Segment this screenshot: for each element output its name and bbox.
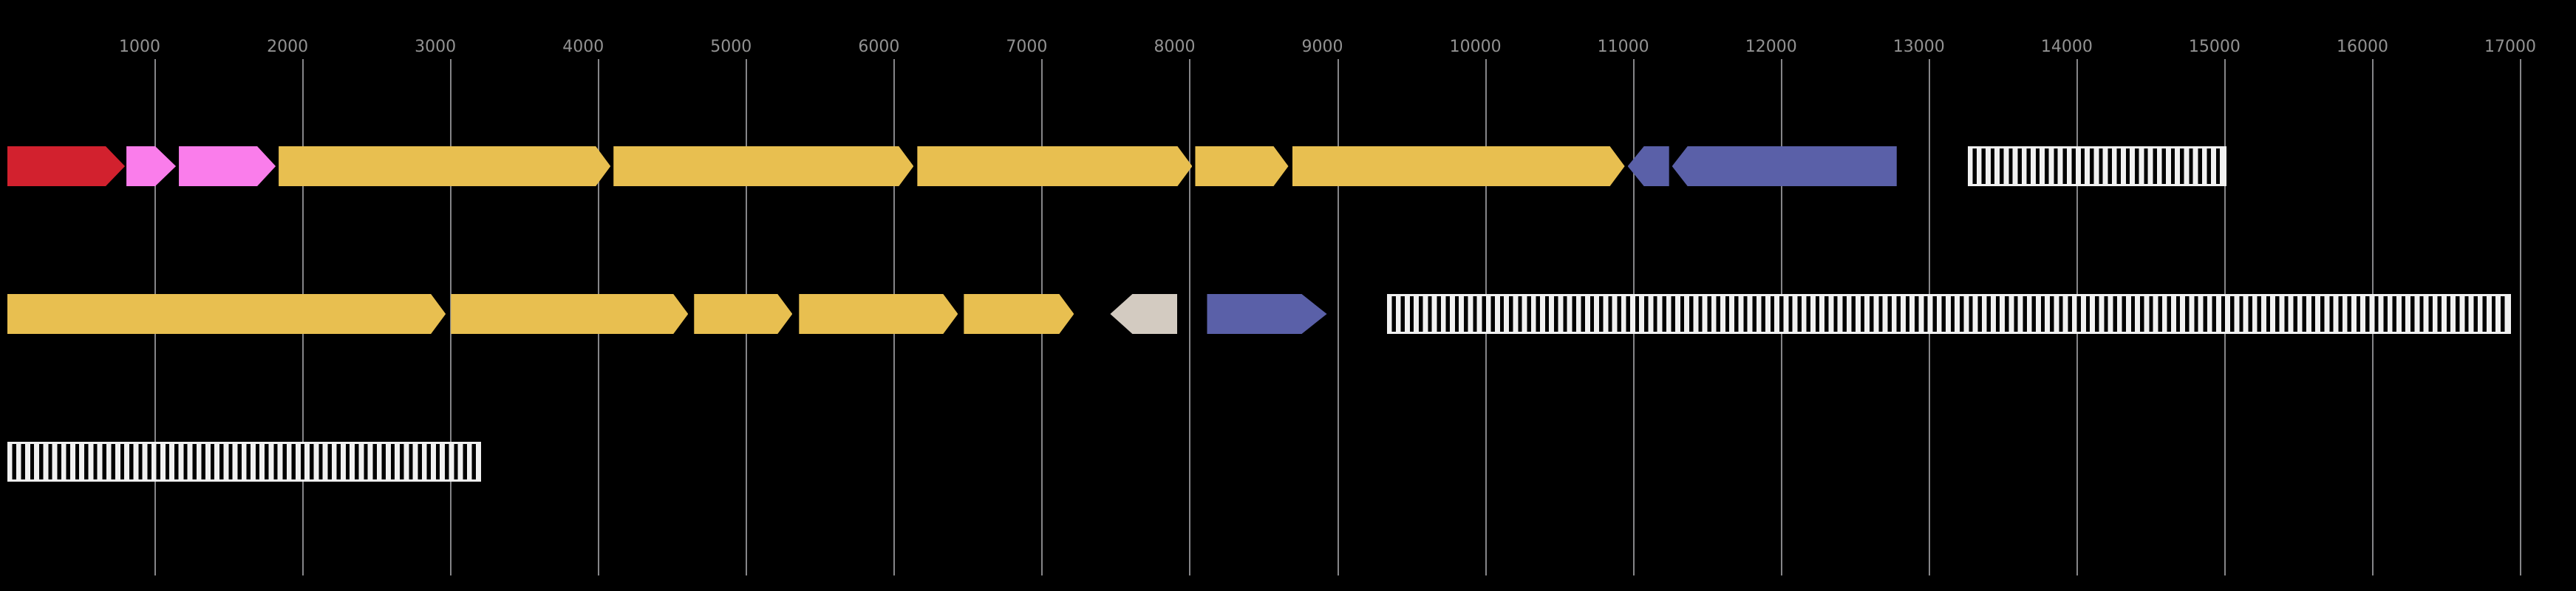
gene-arrow xyxy=(1292,146,1625,186)
axis-tick-label: 11000 xyxy=(1597,38,1649,56)
gene-arrow xyxy=(451,294,688,334)
gene-arrow xyxy=(7,294,446,334)
gene-arrow xyxy=(1195,146,1288,186)
axis-tick-label: 8000 xyxy=(1154,38,1196,56)
gene-arrow xyxy=(964,294,1074,334)
axis-gridline xyxy=(1189,59,1191,575)
axis-tick-label: 12000 xyxy=(1745,38,1797,56)
axis-tick-label: 4000 xyxy=(562,38,604,56)
axis-tick-label: 16000 xyxy=(2336,38,2388,56)
gene-arrow xyxy=(799,294,958,334)
gene-arrow xyxy=(917,146,1192,186)
gene-arrow xyxy=(279,146,610,186)
gene-arrow xyxy=(179,146,276,186)
hatched-region xyxy=(7,442,482,482)
axis-tick-label: 6000 xyxy=(858,38,900,56)
hatched-region xyxy=(1386,294,2511,334)
axis-tick-label: 5000 xyxy=(710,38,752,56)
axis-tick-label: 3000 xyxy=(415,38,457,56)
axis-tick-label: 9000 xyxy=(1301,38,1343,56)
axis-tick-label: 1000 xyxy=(119,38,161,56)
axis-tick-label: 7000 xyxy=(1006,38,1048,56)
gene-arrow xyxy=(694,294,792,334)
axis-gridline xyxy=(1337,59,1339,575)
hatched-region xyxy=(1967,146,2226,186)
axis-tick-label: 17000 xyxy=(2484,38,2537,56)
gene-arrow xyxy=(613,146,913,186)
gene-arrow xyxy=(1110,294,1178,334)
axis-tick-label: 13000 xyxy=(1892,38,1945,56)
gene-arrow xyxy=(7,146,125,186)
axis-gridline xyxy=(2520,59,2522,575)
axis-tick-label: 10000 xyxy=(1449,38,1502,56)
axis-tick-label: 2000 xyxy=(267,38,309,56)
axis-tick-label: 14000 xyxy=(2040,38,2093,56)
gene-arrow xyxy=(1672,146,1897,186)
axis-tick-label: 15000 xyxy=(2188,38,2241,56)
gene-arrow xyxy=(126,146,176,186)
gene-arrow xyxy=(1207,294,1326,334)
